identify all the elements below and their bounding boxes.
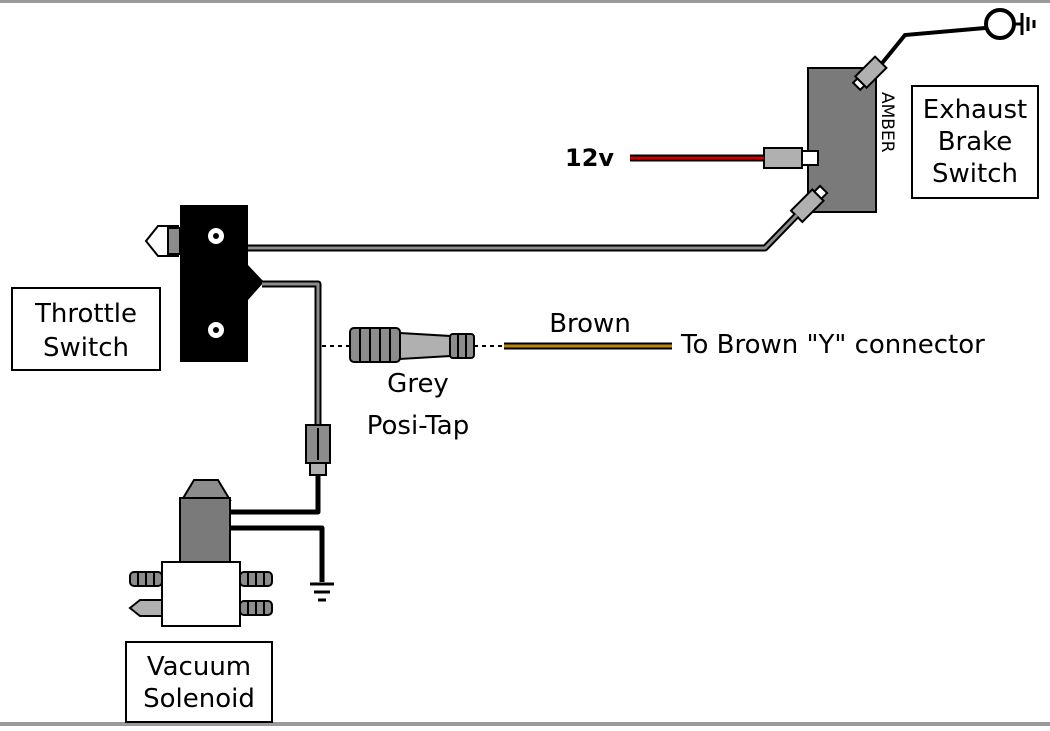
vacuum-solenoid-label: Vacuum Solenoid bbox=[125, 641, 273, 723]
solenoid-feed-wire bbox=[228, 475, 321, 515]
throttle-switch-label: Throttle Switch bbox=[11, 287, 161, 371]
throttle-to-solenoid-wire bbox=[262, 280, 322, 425]
ground-ring-terminal bbox=[868, 8, 1036, 80]
label-line: Switch bbox=[932, 159, 1018, 189]
label-line: Solenoid bbox=[143, 684, 255, 714]
vacuum-port-icon bbox=[239, 571, 273, 587]
vacuum-cap-icon bbox=[128, 599, 163, 617]
posi-tap-label: Posi-Tap bbox=[367, 411, 469, 441]
label-line: Vacuum bbox=[147, 652, 251, 682]
brown-wire: Brown To Brown "Y" connector bbox=[504, 309, 985, 360]
posi-tap bbox=[349, 327, 475, 363]
label-line: Throttle bbox=[34, 299, 137, 329]
12v-connector bbox=[763, 147, 819, 169]
bottom-border bbox=[0, 722, 1050, 726]
12v-wire: 12v bbox=[565, 144, 764, 172]
vacuum-solenoid-body bbox=[128, 479, 273, 627]
label-line: Exhaust bbox=[923, 95, 1027, 125]
label-line: Brake bbox=[938, 127, 1013, 157]
ground-connector bbox=[851, 55, 888, 92]
throttle-to-brake-wire bbox=[248, 212, 800, 252]
top-border bbox=[0, 0, 1050, 3]
inline-connector bbox=[305, 424, 331, 476]
posi-tap-label: Grey bbox=[387, 369, 449, 399]
exhaust-brake-switch-label: Exhaust Brake Switch bbox=[911, 85, 1039, 199]
label-line: Switch bbox=[43, 333, 129, 363]
12v-label: 12v bbox=[565, 144, 614, 172]
vacuum-port-icon bbox=[239, 600, 273, 616]
ground-symbol-icon bbox=[310, 582, 334, 602]
brown-destination-label: To Brown "Y" connector bbox=[680, 330, 985, 360]
solenoid-ground-wire bbox=[228, 525, 325, 582]
brown-label: Brown bbox=[549, 309, 631, 339]
vacuum-port-icon bbox=[129, 571, 163, 587]
throttle-switch-body bbox=[144, 205, 264, 362]
exhaust-brake-switch-body: AMBER bbox=[763, 55, 897, 224]
ground-symbol-icon bbox=[1014, 13, 1036, 35]
amber-body-text: AMBER bbox=[877, 92, 897, 153]
